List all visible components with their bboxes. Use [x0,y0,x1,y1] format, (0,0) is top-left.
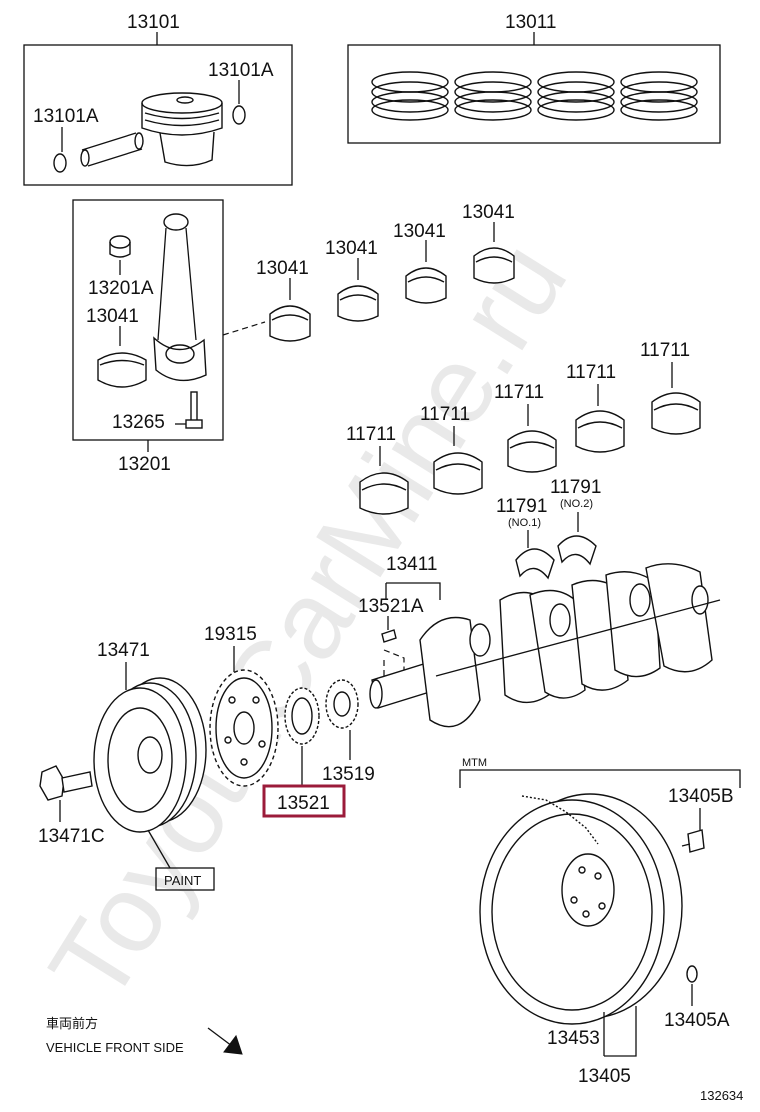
label-flywheel-pin[interactable]: 13405A [664,1010,730,1031]
pulley-bolt-icon [39,765,93,801]
timing-sprocket-icon [325,679,359,729]
con-rod-bearing-box-icon [97,326,147,388]
label-snap-ring-left[interactable]: 13101A [33,106,99,127]
label-con-rod-bearing-3[interactable]: 13041 [393,221,446,242]
label-con-rod-bearing-4[interactable]: 13041 [462,202,515,223]
flywheel-pin-icon [686,965,698,983]
label-con-rod-bolt[interactable]: 13265 [112,412,165,433]
highlight-box [262,784,346,818]
label-timing-sprocket[interactable]: 13519 [322,764,375,785]
crankshaft-pulley-icon [93,677,207,833]
label-main-bearing-3[interactable]: 11711 [494,382,544,403]
label-con-rod-assembly[interactable]: 13201 [118,454,171,475]
label-crankshaft-key[interactable]: 13521A [358,596,424,617]
flywheel-icon [479,793,683,1025]
label-main-bearing-2[interactable]: 11711 [420,404,470,425]
con-rod-bushing-icon [109,235,131,275]
sensor-plate-icon [209,669,279,787]
figure-number: 132634 [700,1088,743,1103]
label-thrust-washer-1[interactable]: 11791 [496,496,547,517]
label-con-rod-bearing-1[interactable]: 13041 [256,258,309,279]
piston-rings-icon [371,71,698,121]
label-sensor-plate[interactable]: 19315 [204,624,257,645]
label-snap-ring-right[interactable]: 13101A [208,60,274,81]
label-flywheel-assembly[interactable]: 13405 [578,1066,631,1087]
direction-arrow-icon [207,1027,243,1055]
thrust-washers-icon [515,512,597,580]
label-piston-ring-set[interactable]: 13011 [505,12,556,33]
piston-icon [141,92,223,167]
label-main-bearing-4[interactable]: 11711 [566,362,616,383]
mtm-note: MTM [462,757,487,769]
label-thrust-washer-2-note: (NO.2) [560,498,593,510]
direction-note-japanese: 車両前方 [46,1016,98,1031]
label-flywheel-bolt[interactable]: 13405B [668,786,734,807]
con-rod-box [72,199,224,452]
crankshaft-key-icon [381,629,397,643]
snap-ring-icon [53,105,246,173]
timing-gear-icon [284,687,320,745]
crankshaft-icon [369,563,721,728]
label-main-bearing-1[interactable]: 11711 [346,424,396,445]
flywheel-bolt-icon [681,829,705,853]
main-bearings-icon [359,362,701,515]
label-piston[interactable]: 13101 [127,12,180,33]
label-crankshaft-pulley[interactable]: 13471 [97,640,150,661]
label-ring-gear[interactable]: 13453 [547,1028,600,1049]
label-pulley-bolt[interactable]: 13471C [38,826,105,847]
direction-note-english: VEHICLE FRONT SIDE [46,1040,184,1055]
label-thrust-washer-1-note: (NO.1) [508,517,541,529]
con-rod-bolt-icon [175,391,203,429]
label-timing-gear[interactable]: 13521 [277,793,330,814]
label-thrust-washer-2[interactable]: 11791 [550,477,601,498]
label-con-rod-bearing-2[interactable]: 13041 [325,238,378,259]
piston-box [23,32,293,186]
label-main-bearing-5[interactable]: 11711 [640,340,690,361]
con-rod-bearings-icon [269,222,515,342]
con-rod-icon [153,213,207,382]
label-con-rod-bearing-box[interactable]: 13041 [86,306,139,327]
ring-set-box [347,32,721,144]
paint-note: PAINT [164,873,201,888]
label-con-rod-bushing[interactable]: 13201A [88,278,154,299]
label-crankshaft[interactable]: 13411 [386,554,437,575]
piston-pin-icon [80,132,144,167]
